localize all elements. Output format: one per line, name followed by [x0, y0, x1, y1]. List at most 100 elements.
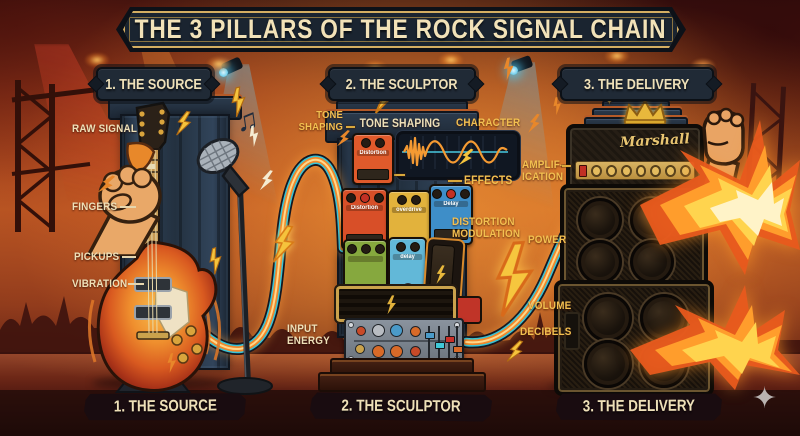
wah-pedal: [421, 236, 466, 318]
pedal-label: Distortion: [356, 150, 390, 156]
wire: [391, 174, 405, 176]
footer-sculptor-label: 2. THE SCULPTOR: [341, 397, 461, 416]
flame-burst: [640, 120, 800, 275]
footer-delivery-label: 3. THE DELIVERY: [582, 397, 696, 416]
lightning-bolt-icon: [249, 125, 259, 147]
pedal-label: [347, 256, 384, 262]
speaker: [584, 340, 632, 388]
label-vibration: VIBRATION: [72, 278, 128, 290]
pedal-knobs: [343, 193, 386, 203]
label-input-energy: INPUT ENERGY: [287, 323, 330, 348]
title-banner: THE 3 PILLARS OF THE ROCK SIGNAL CHAIN: [116, 7, 686, 52]
lightning-bolt-icon: [506, 340, 524, 362]
label-raw-signal: RAW SIGNAL: [72, 123, 138, 135]
rig-light-glow: [84, 52, 110, 68]
mixer-jack: [355, 344, 365, 354]
label-decibels: DECIBELS: [520, 326, 572, 338]
rig-light-glow: [438, 52, 464, 68]
header-badge-source: 1. THE SOURCE: [96, 67, 212, 101]
mixer-knob: [410, 326, 421, 337]
connector-line: [562, 165, 571, 167]
mixer-knob: [356, 326, 366, 336]
lightning-bolt-icon: [387, 295, 396, 315]
connector-line: [122, 256, 136, 258]
amp-knob: [665, 164, 677, 177]
stage-light-lens: [509, 66, 518, 75]
amp-head: Marshall: [566, 124, 704, 194]
electric-guitar: [88, 101, 222, 393]
pedal-label: overdrive: [391, 207, 427, 213]
mixer-knob: [390, 324, 403, 337]
amp-control-panel: [575, 161, 695, 180]
rig-light-glow: [604, 48, 630, 64]
mixer-slider: [456, 326, 458, 358]
mixer-slider-handle: [435, 342, 445, 349]
header-sculptor: 2. THE SCULPTOR: [346, 75, 458, 93]
lightning-bolt-icon: [553, 96, 561, 116]
stage-truss-left: [11, 80, 95, 232]
header-source: 1. THE SOURCE: [105, 75, 203, 93]
lightning-bolt-icon: [528, 113, 540, 133]
poster-title: THE 3 PILLARS OF THE ROCK SIGNAL CHAIN: [135, 14, 667, 44]
pedal-knobs: [345, 244, 386, 254]
lightning-bolt-icon: [337, 130, 350, 147]
lightning-bolt-icon: [231, 86, 246, 118]
footer-source-label: 1. THE SOURCE: [113, 397, 217, 416]
cabinet-handle: [564, 312, 580, 350]
lightning-bolt-icon: [167, 353, 176, 373]
amp-power-switch: [579, 164, 587, 177]
crown-icon: [623, 98, 667, 125]
sparkle-icon: ✦: [752, 382, 778, 415]
pedalboard: [334, 284, 458, 324]
microphone: [196, 137, 273, 395]
screw: [348, 322, 354, 328]
rig-light-glow: [206, 56, 232, 72]
header-delivery: 3. THE DELIVERY: [584, 75, 690, 93]
mixer-knob: [372, 345, 385, 358]
label-distortion-modulation: DISTORTION MODULATION: [452, 216, 521, 241]
speaker-cabinet-lower: [554, 280, 714, 396]
pedal-footswitch: [357, 169, 389, 180]
mixer-slider: [428, 326, 430, 358]
pedal-label: Delay: [433, 201, 469, 207]
pedal-distortion-top: Distortion: [352, 133, 394, 185]
lightning-bolt-icon: [97, 175, 116, 193]
mixer-slider-handle: [453, 346, 463, 353]
footer-source: 1. THE SOURCE: [84, 392, 246, 422]
header-badge-sculptor: 2. THE SCULPTOR: [328, 67, 476, 101]
speaker: [630, 240, 674, 284]
footer-delivery: 3. THE DELIVERY: [556, 392, 722, 421]
footer-sculptor: 2. THE SCULPTOR: [310, 392, 492, 421]
wire: [346, 126, 355, 128]
label-character: CHARACTER: [456, 117, 521, 129]
mixer-knob: [372, 324, 385, 337]
lightning-bolt-icon: [272, 225, 295, 263]
connector-line: [120, 206, 136, 208]
pedal-knobs: [354, 138, 392, 148]
pedal-label: Distortion: [345, 205, 384, 211]
label-tone-shaping-top: TONE SHAPING: [359, 118, 441, 130]
pedal-knobs: [390, 242, 425, 252]
waveform-graph: [402, 136, 508, 169]
pedal-label: delay: [392, 254, 423, 260]
lightning-bolt-icon: [259, 170, 273, 191]
title-banner-inner: THE 3 PILLARS OF THE ROCK SIGNAL CHAIN: [123, 11, 679, 48]
mixer-slider-handle: [445, 336, 455, 343]
flame-burst: [630, 285, 800, 390]
waveform-display: [396, 131, 520, 180]
label-tone-shaping-side: TONE SHAPING: [298, 109, 343, 133]
label-power: POWER: [528, 234, 567, 246]
amp-knob: [650, 164, 662, 177]
amp-knob: [680, 164, 692, 177]
label-volume: VOLUME: [528, 300, 572, 312]
lightning-bolt-icon: [503, 57, 514, 81]
label-fingers: FINGERS: [72, 201, 118, 213]
hand-with-pick: [86, 141, 162, 256]
lightning-bolt-icon: [436, 265, 446, 284]
pedal-knobs: [431, 189, 471, 199]
mixer-slider-handle: [425, 332, 435, 339]
lightning-bolt-icon: [176, 110, 192, 136]
label-pickups: PICKUPS: [74, 251, 120, 263]
pedestal-step: [318, 372, 486, 392]
